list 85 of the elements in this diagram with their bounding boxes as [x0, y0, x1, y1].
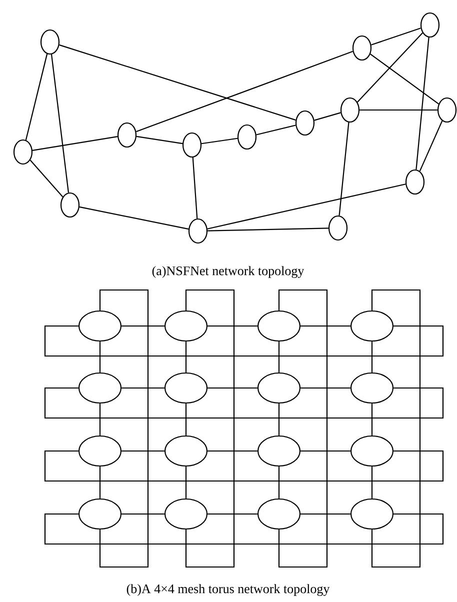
link-line	[122, 325, 164, 327]
network-node	[40, 29, 60, 55]
network-node	[257, 310, 301, 342]
network-node	[117, 122, 137, 148]
link-line	[300, 513, 350, 515]
link-line	[360, 109, 438, 111]
link-line	[201, 138, 238, 144]
network-node	[182, 132, 202, 158]
link-line	[99, 342, 101, 372]
network-node	[164, 498, 208, 530]
link-line	[185, 404, 187, 436]
network-node	[257, 498, 301, 530]
link-line	[278, 289, 328, 568]
link-line	[30, 160, 64, 198]
link-line	[208, 513, 258, 515]
link-line	[300, 387, 350, 389]
network-node	[13, 139, 33, 165]
link-line	[371, 404, 373, 436]
link-line	[32, 136, 118, 151]
caption: (a)NSFNet network topology	[152, 266, 304, 278]
link-line	[278, 466, 280, 498]
link-line	[136, 136, 183, 144]
network-node	[188, 218, 208, 244]
link-line	[44, 387, 444, 419]
link-line	[122, 450, 164, 452]
link-line	[370, 54, 439, 104]
link-line	[371, 28, 421, 46]
link-line	[371, 342, 373, 372]
network-node	[78, 498, 122, 530]
link-line	[44, 325, 444, 357]
link-line	[185, 289, 235, 568]
link-line	[416, 37, 430, 170]
link-line	[44, 513, 444, 545]
network-node	[437, 97, 457, 123]
link-line	[44, 450, 444, 482]
network-node	[164, 372, 208, 404]
network-node	[78, 372, 122, 404]
network-node	[237, 124, 257, 150]
network-node	[420, 12, 440, 38]
link-line	[122, 387, 164, 389]
link-line	[79, 206, 189, 230]
network-node	[350, 310, 394, 342]
network-node	[328, 215, 348, 241]
caption: (b)A 4×4 mesh torus network topology	[126, 584, 330, 596]
network-node	[164, 435, 208, 467]
link-line	[419, 120, 443, 172]
link-line	[207, 184, 406, 230]
link-line	[300, 325, 350, 327]
link-line	[99, 289, 149, 568]
link-line	[192, 157, 198, 219]
link-line	[136, 50, 353, 132]
link-line	[338, 122, 350, 216]
link-line	[357, 32, 423, 102]
link-line	[314, 112, 341, 121]
link-line	[208, 228, 328, 232]
link-line	[122, 513, 164, 515]
link-line	[208, 450, 258, 452]
link-line	[371, 289, 421, 568]
link-line	[256, 124, 296, 136]
network-node	[340, 97, 360, 123]
link-line	[208, 325, 258, 327]
link-line	[371, 466, 373, 498]
network-node	[350, 498, 394, 530]
network-node	[78, 310, 122, 342]
link-line	[278, 342, 280, 372]
network-node	[350, 372, 394, 404]
link-line	[99, 404, 101, 436]
network-node	[405, 169, 425, 195]
link-line	[185, 342, 187, 372]
network-node	[257, 435, 301, 467]
network-node	[164, 310, 208, 342]
link-line	[300, 450, 350, 452]
link-line	[278, 404, 280, 436]
network-node	[295, 110, 315, 136]
link-line	[50, 54, 70, 193]
link-line	[59, 44, 296, 121]
network-node	[78, 435, 122, 467]
network-node	[60, 192, 80, 218]
link-line	[208, 387, 258, 389]
network-node	[257, 372, 301, 404]
network-node	[352, 35, 372, 61]
link-line	[25, 54, 48, 140]
link-line	[185, 466, 187, 498]
network-node	[350, 435, 394, 467]
link-line	[99, 466, 101, 498]
